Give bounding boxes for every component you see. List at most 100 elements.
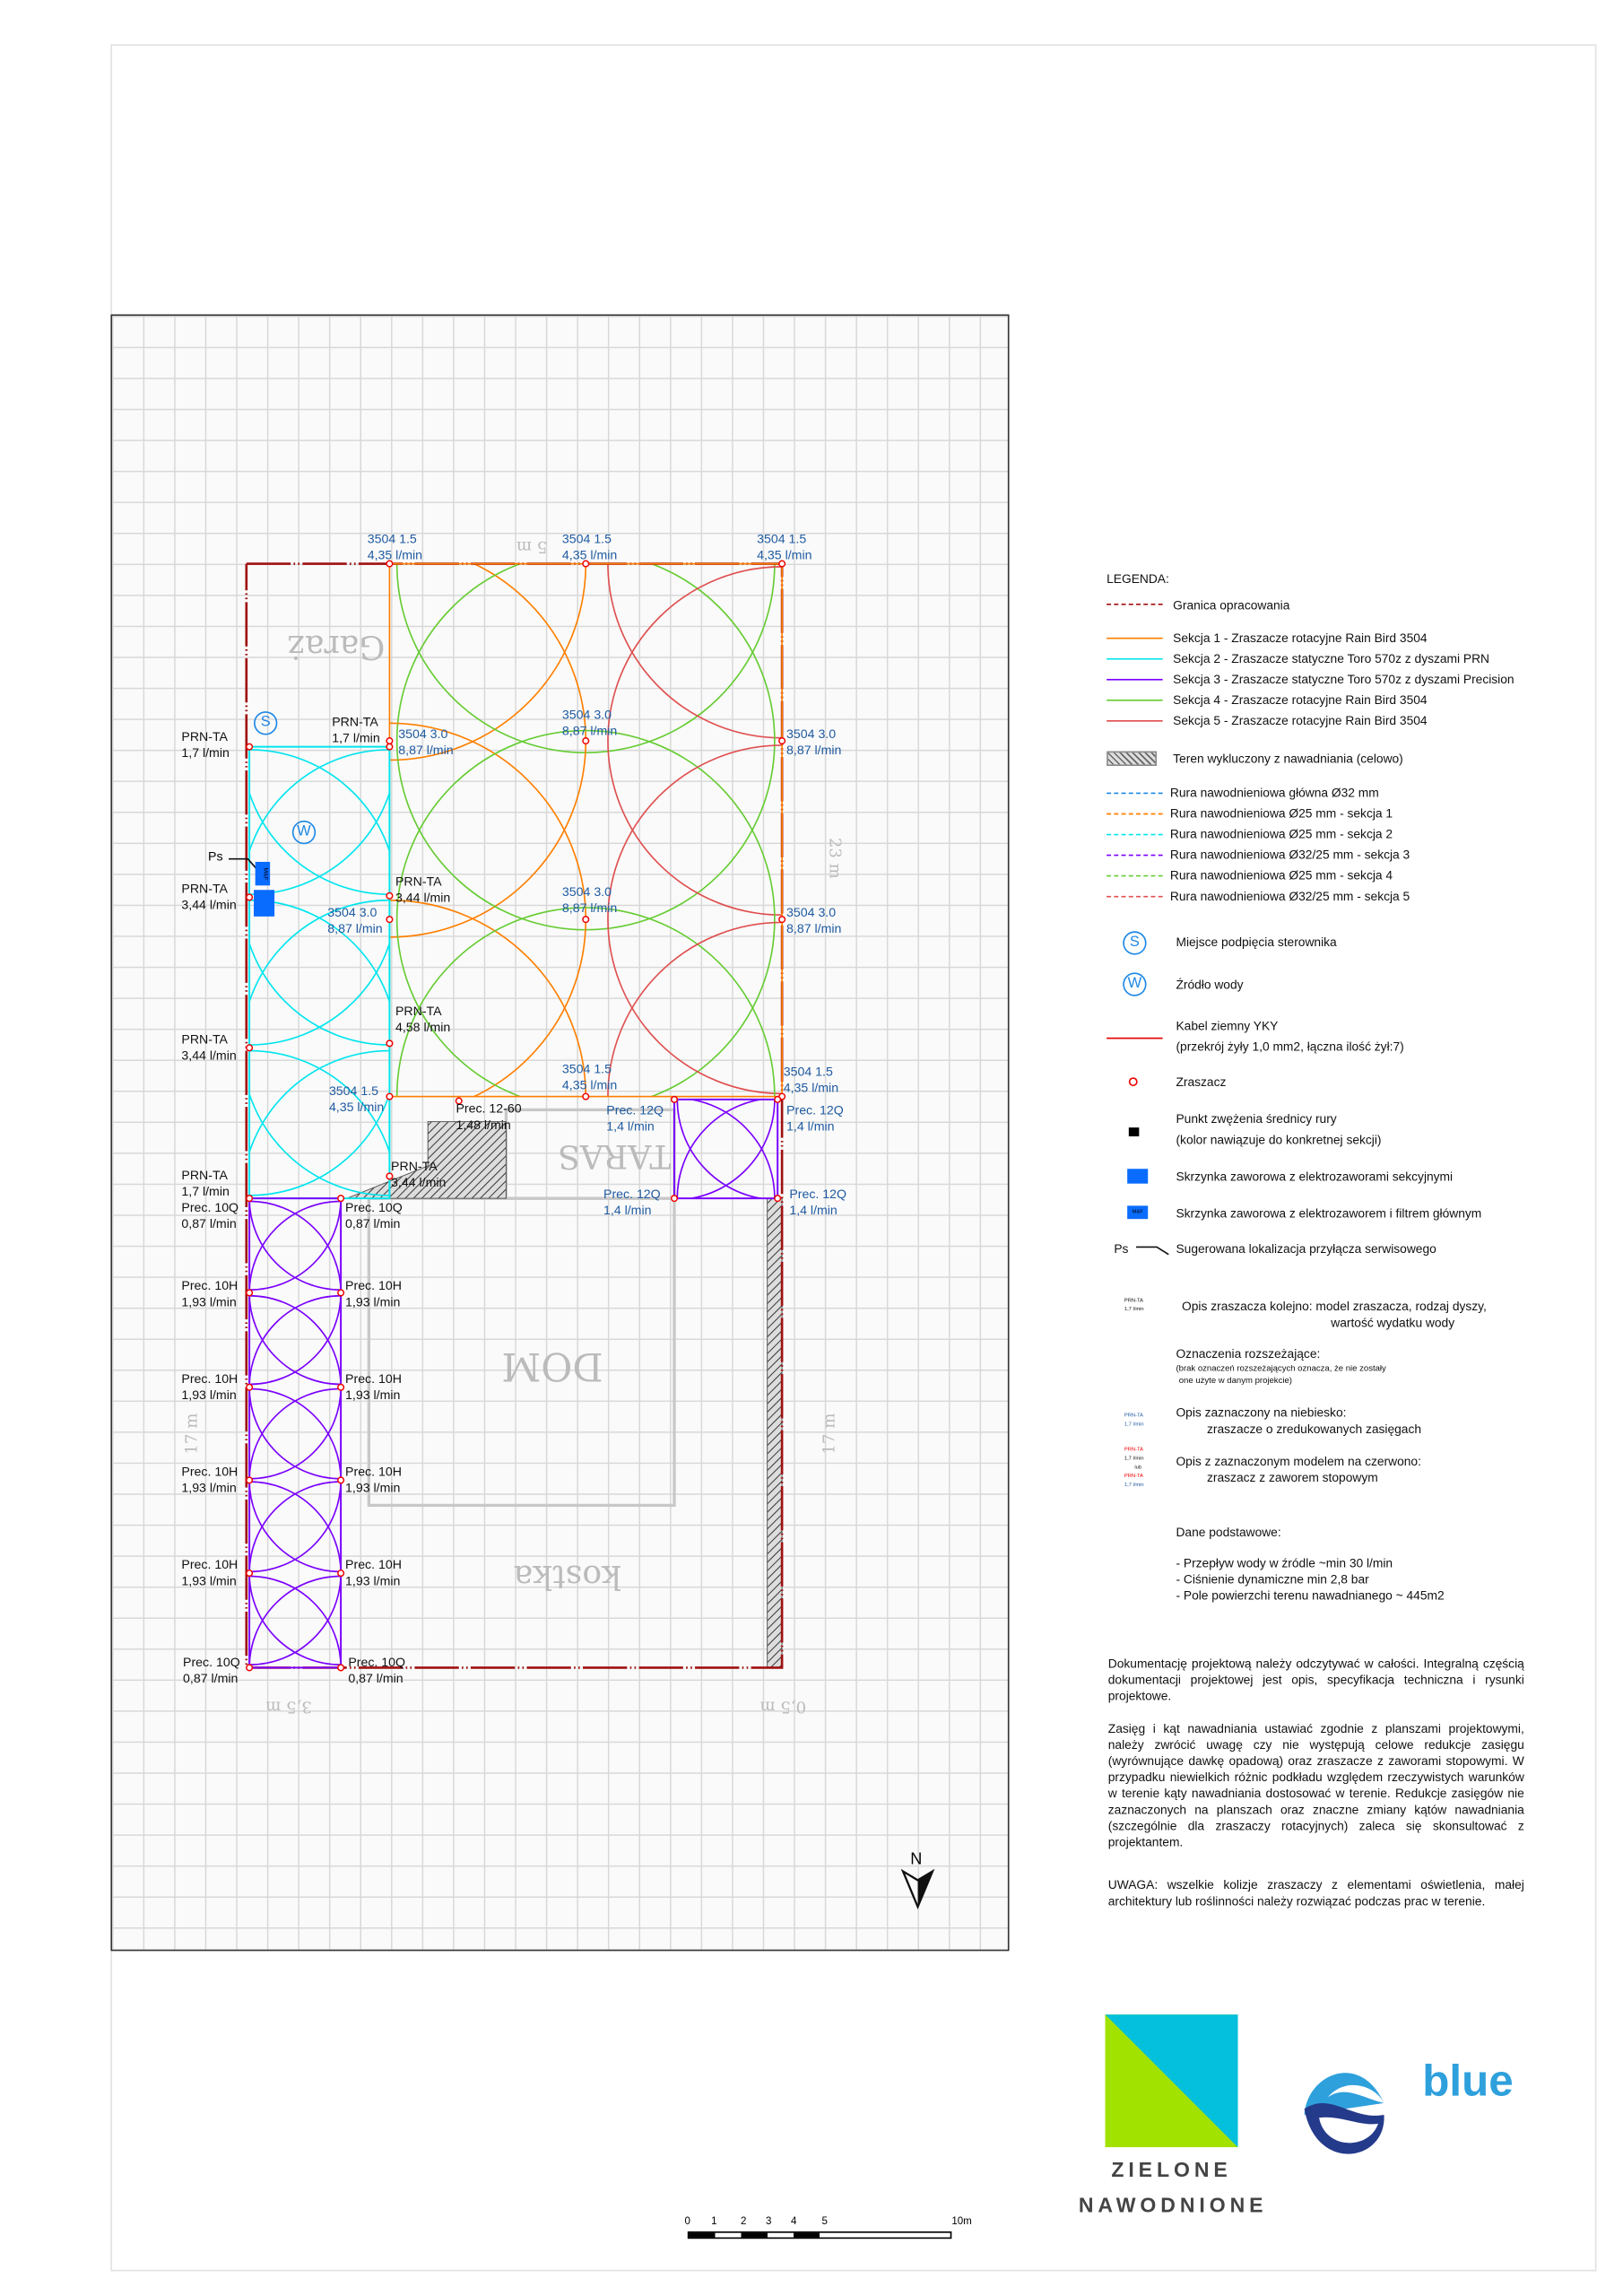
sprinkler-head-icon [778,737,786,745]
legend-pipe-3: Rura nawodnieniowa Ø32/25 mm - sekcja 3 [1169,847,1410,862]
scale-tick-label: 2 [741,2216,747,2228]
legend-sprinkler: Zraszacz [1176,1074,1227,1090]
legend-water: Źródło wody [1176,977,1244,992]
sprinkler-model: 3504 3.0 [786,904,837,920]
sprinkler-head-icon [386,1172,394,1180]
sprinkler-model: Prec. 10Q [181,1199,239,1215]
legend-controller-icon: S [1123,931,1147,955]
water-source-icon: W [291,820,317,845]
sprinkler-model: Prec. 10H [345,1278,402,1293]
sprinkler-model: 3504 3.0 [561,707,612,722]
legend-red-2: zraszacz z zaworem stopowym [1207,1469,1378,1485]
sprinkler-model: PRN-TA [391,1158,438,1174]
house-outline [367,1196,676,1508]
sprinkler-flow: 0,87 l/min [181,1215,237,1231]
legend-sample-flow: 1,7 l/min [1124,1306,1144,1312]
sprinkler-flow: 1,93 l/min [345,1480,401,1495]
basic-data-1: - Przepływ wody w źródle ~min 30 l/min [1176,1555,1393,1570]
legend-section-swatch [1107,699,1163,701]
scale-tick-label: 4 [790,2216,797,2228]
blue-garden-logo-icon [1304,2073,1384,2154]
sprinkler-model: 3504 1.5 [367,531,417,546]
section3-pipe [248,1197,343,1669]
sprinkler-model: PRN-TA [395,874,442,889]
sprinkler-model: Prec. 12Q [606,1102,664,1118]
sprinkler-model: Prec. 10H [345,1557,402,1572]
sprinkler-head-icon [582,916,590,924]
sprinkler-head-icon [337,1383,345,1391]
sprinkler-flow: 1,48 l/min [456,1117,511,1133]
logo-blue-text: blue [1422,2057,1514,2107]
scale-tick-label: 5 [821,2216,828,2228]
sprinkler-model: Prec. 10H [181,1370,239,1387]
sprinkler-model: Prec. 10H [181,1557,239,1572]
legend-excluded: Teren wykluczony z nawadniania (celowo) [1173,751,1403,767]
note-3: UWAGA: wszelkie kolizje zraszaczy z elem… [1107,1877,1524,1909]
sprinkler-flow: 0,87 l/min [345,1215,401,1231]
legend-section-1: Sekcja 1 - Zraszacze rotacyjne Rain Bird… [1173,630,1428,646]
sprinkler-flow: 3,44 l/min [395,890,451,905]
sprinkler-head-icon [778,916,786,924]
legend-pipe-1: Rura nawodnieniowa Ø25 mm - sekcja 1 [1169,805,1393,821]
sprinkler-flow: 4,35 l/min [561,547,618,562]
sprinkler-head-icon [337,1570,345,1578]
legend-desc-1: Opis zraszacza kolejno: model zraszacza,… [1182,1299,1487,1314]
sprinkler-head-icon [386,743,394,751]
sprinkler-flow: 4,35 l/min [757,547,812,562]
legend-cable-swatch [1107,1037,1163,1039]
sprinkler-head-icon [246,1044,254,1052]
sprinkler-head-icon [337,1476,345,1484]
scale-tick-label: 1 [711,2216,717,2228]
zielone-nawodnione-logo [1105,2014,1238,2148]
legend-pipe-5: Rura nawodnieniowa Ø32/25 mm - sekcja 5 [1169,888,1410,904]
scale-tick-label: 0 [684,2216,690,2228]
legend-section-5: Sekcja 5 - Zraszacze rotacyjne Rain Bird… [1173,712,1428,728]
sprinkler-flow: 1,4 l/min [603,1203,652,1218]
legend-box-2: Skrzynka zaworowa z elektrozaworem i fil… [1176,1205,1482,1221]
sprinkler-flow: 1,7 l/min [181,744,230,761]
sprinkler-head-icon [337,1664,345,1672]
sprinkler-model: PRN-TA [181,728,228,744]
sprinkler-flow: 4,35 l/min [783,1080,839,1095]
sprinkler-head-icon [386,916,394,924]
sprinkler-model: Prec. 10H [181,1464,239,1479]
sprinkler-flow: 3,44 l/min [181,1048,237,1063]
sprinkler-flow: 3,44 l/min [391,1174,447,1190]
sprinkler-flow: 1,93 l/min [181,1573,237,1588]
sprinkler-flow: 1,93 l/min [181,1480,237,1495]
sprinkler-head-icon [774,1195,782,1203]
legend-blue-sample-model: PRN-TA [1124,1412,1143,1419]
legend-sprinkler-icon [1128,1077,1138,1087]
sprinkler-flow: 3,44 l/min [181,897,237,912]
basic-data-3: - Pole powierzchi terenu nawadnianego ~ … [1176,1587,1445,1604]
sprinkler-flow: 1,7 l/min [332,730,380,745]
sprinkler-head-icon [246,1289,254,1297]
sprinkler-model: 3504 1.5 [757,531,807,546]
legend-pipe-swatch [1107,854,1163,857]
sprinkler-model: Prec. 12Q [786,1102,844,1118]
plan-frame [110,314,1010,1952]
sprinkler-model: 3504 1.5 [561,531,612,546]
sprinkler-head-icon [386,737,394,745]
sprinkler-model: Prec. 10Q [348,1654,406,1670]
sprinkler-head-icon [337,1289,345,1297]
